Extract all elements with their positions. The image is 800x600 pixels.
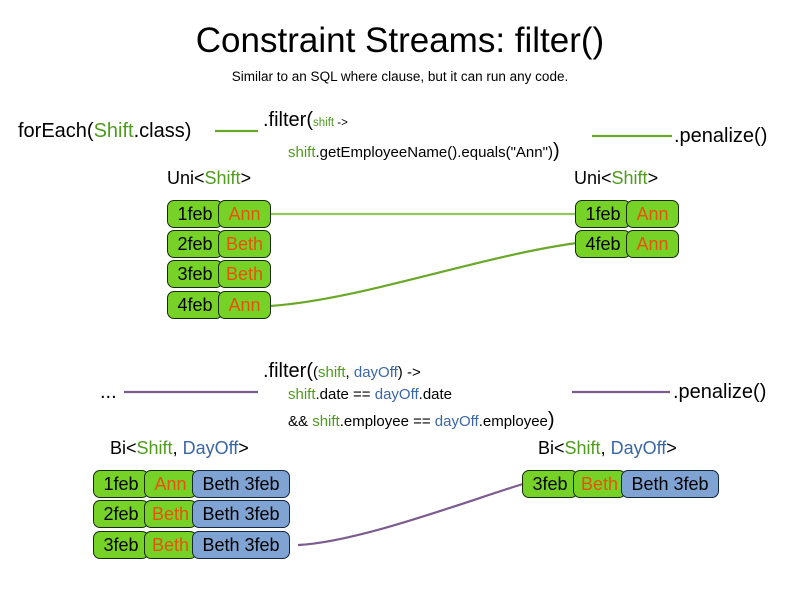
row2-filter-l3-var2: dayOff [434, 413, 479, 430]
row1-sink-expression: .penalize() [674, 125, 768, 147]
row1-source-suffix: .class) [133, 120, 192, 142]
tuple-cell-date: 2feb [93, 500, 149, 528]
tuple-cell-name: Ann [626, 230, 679, 258]
row2-output-header: Bi<Shift, DayOff> [538, 437, 677, 459]
tuple-cell-date: 3feb [522, 470, 578, 498]
row2-input-tuple[interactable]: 1feb Ann Beth 3feb [93, 470, 290, 498]
row2-output-header-suffix: > [666, 438, 677, 458]
row2-input-header-prefix: Bi< [110, 438, 137, 458]
row1-filter-line2: shift.getEmployeeName().equals("Ann")) [288, 139, 560, 163]
tuple-cell-name: Ann [626, 200, 679, 228]
row1-input-tuple[interactable]: 1feb Ann [167, 200, 271, 228]
tuple-cell-date: 3feb [93, 531, 149, 559]
row2-source-expression: ... [100, 381, 117, 403]
tuple-cell-date: 4feb [167, 291, 223, 319]
row2-sink-expression: .penalize() [673, 381, 767, 403]
row1-source-expression: forEach(Shift.class) [18, 119, 191, 143]
row1-output-header-prefix: Uni< [574, 168, 612, 188]
row2-input-tuple[interactable]: 2feb Beth Beth 3feb [93, 500, 290, 528]
tuple-cell-name: Beth [144, 500, 197, 528]
row1-input-tuple[interactable]: 2feb Beth [167, 230, 271, 258]
row1-input-header-suffix: > [240, 168, 252, 188]
row2-input-header-suffix: > [238, 438, 249, 458]
page-title: Constraint Streams: filter() [195, 21, 605, 60]
tuple-cell-date: 2feb [167, 230, 223, 258]
row2-filter-l2-var1: shift [288, 386, 316, 403]
row1-output-tuple[interactable]: 4feb Ann [575, 230, 679, 258]
row1-input-header-prefix: Uni< [167, 168, 205, 188]
tuple-cell-date: 1feb [575, 200, 631, 228]
tuple-cell-date: 1feb [167, 200, 223, 228]
tuple-cell-pair: Beth 3feb [192, 531, 290, 559]
row1-filter-head: .filter( [263, 109, 313, 131]
row2-filter-l3-and: && [288, 413, 313, 430]
row2-filter-head: .filter( [263, 360, 313, 382]
row1-output-tuple[interactable]: 1feb Ann [575, 200, 679, 228]
row1-input-tuple[interactable]: 3feb Beth [167, 260, 271, 288]
tuple-cell-name: Ann [218, 200, 271, 228]
row1-source-prefix: forEach( [18, 120, 94, 142]
row2-output-header-prefix: Bi< [538, 438, 565, 458]
row2-output-header-type2: DayOff [610, 438, 667, 458]
row2-filter-line3: && shift.employee == dayOff.employee) [288, 408, 555, 432]
row2-filter-l2-mid: .date == [315, 386, 375, 403]
wire-row1-tuple-4feb [269, 241, 578, 308]
tuple-cell-name: Ann [218, 291, 271, 319]
tuple-cell-name: Beth [218, 260, 271, 288]
row2-input-header-type1: Shift [136, 438, 173, 458]
tuple-cell-pair: Beth 3feb [621, 470, 719, 498]
tuple-cell-pair: Beth 3feb [192, 470, 290, 498]
tuple-cell-name: Beth [573, 470, 626, 498]
row1-filter-body-call: .getEmployeeName().equals("Ann") [315, 144, 553, 161]
row2-filter-close-paren: ) [547, 409, 555, 431]
row1-filter-param: shift [313, 117, 335, 129]
row1-filter-body-var: shift [288, 144, 316, 161]
tuple-cell-date: 1feb [93, 470, 149, 498]
row1-filter-close-paren: ) [552, 140, 560, 162]
row2-filter-l2-tail: .date [418, 386, 453, 403]
row2-input-header-comma: , [172, 438, 183, 458]
row1-filter-line1: .filter(shift -> [263, 108, 348, 132]
row1-input-header: Uni<Shift> [167, 167, 251, 189]
tuple-cell-date: 3feb [167, 260, 223, 288]
row2-output-tuple[interactable]: 3feb Beth Beth 3feb [522, 470, 719, 498]
tuple-cell-date: 4feb [575, 230, 631, 258]
row2-output-header-comma: , [600, 438, 611, 458]
row1-input-header-type: Shift [204, 168, 241, 188]
row1-filter-arrow: -> [334, 117, 348, 129]
row2-filter-l2-var2: dayOff [374, 386, 419, 403]
row1-output-header-type: Shift [611, 168, 648, 188]
row2-output-header-type1: Shift [564, 438, 601, 458]
wire-row2-tuple-3feb [297, 482, 524, 547]
row2-filter-l3-var1: shift [312, 413, 340, 430]
row2-filter-open-paren: ( [313, 364, 318, 381]
row2-filter-comma: , [345, 364, 354, 381]
row2-filter-l3-mid: .employee == [339, 413, 435, 430]
row2-filter-param1: shift [318, 364, 346, 381]
row1-source-type: Shift [93, 120, 134, 142]
tuple-cell-name: Beth [144, 531, 197, 559]
row2-filter-param2: dayOff [353, 364, 398, 381]
row2-input-header: Bi<Shift, DayOff> [110, 437, 249, 459]
tuple-cell-name: Beth [218, 230, 271, 258]
tuple-cell-name: Ann [144, 470, 197, 498]
row1-input-tuple[interactable]: 4feb Ann [167, 291, 271, 319]
row1-output-header-suffix: > [647, 168, 659, 188]
tuple-cell-pair: Beth 3feb [192, 500, 290, 528]
row2-filter-l3-tail: .employee [478, 413, 548, 430]
row2-filter-line2: shift.date == dayOff.date [288, 385, 452, 404]
page-subtitle: Similar to an SQL where clause, but it c… [231, 69, 569, 84]
row2-filter-line1: .filter((shift, dayOff) -> [263, 359, 421, 383]
row2-input-header-type2: DayOff [182, 438, 239, 458]
row2-filter-arrow: ) -> [397, 364, 421, 381]
row1-output-header: Uni<Shift> [574, 167, 658, 189]
row2-input-tuple[interactable]: 3feb Beth Beth 3feb [93, 531, 290, 559]
